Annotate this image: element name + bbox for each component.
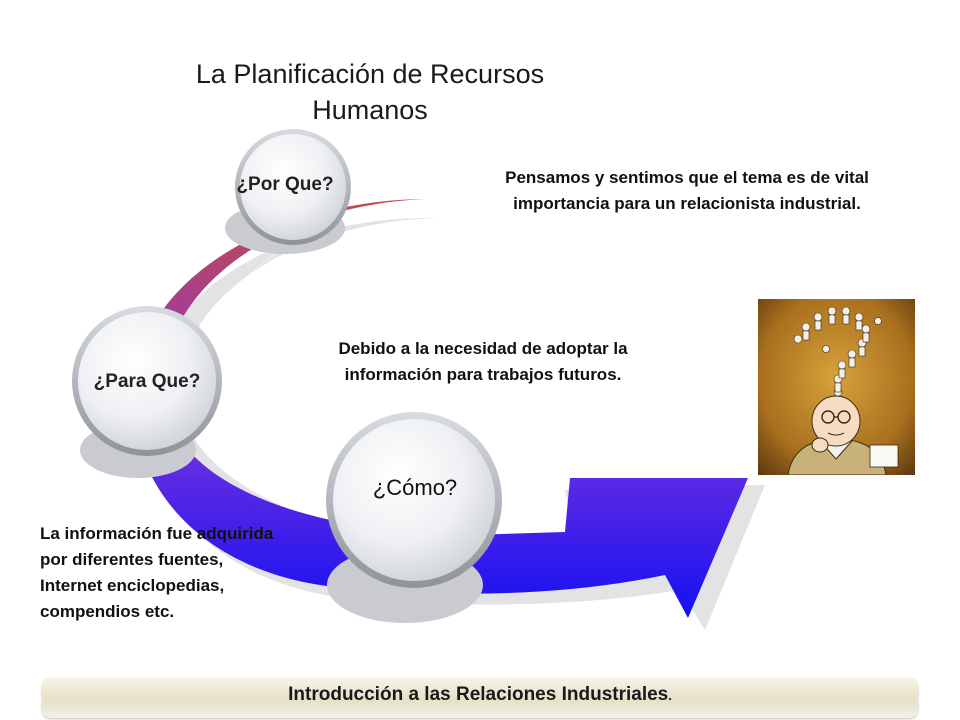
para-que-text-line: información para trabajos futuros. xyxy=(344,365,622,384)
footer-suffix: . xyxy=(668,688,672,703)
cycle-arrow xyxy=(133,199,748,618)
slide-title: La Planificación de Recursos Humanos xyxy=(150,56,590,128)
por-que-text: Pensamos y sentimos que el tema es de vi… xyxy=(452,165,922,217)
footer-label: Introducción a las Relaciones Industrial… xyxy=(288,684,669,705)
question-crowd-illustration xyxy=(758,299,915,475)
como-text: La información fue adquirida por diferen… xyxy=(40,521,350,625)
slide-title-line-1: La Planificación de Recursos xyxy=(195,59,545,89)
slide-title-line-2: Humanos xyxy=(312,95,428,125)
question-crowd-image xyxy=(758,299,915,475)
como-text-line: por diferentes fuentes, xyxy=(40,550,224,569)
node-label-para-que: ¿Para Que? xyxy=(93,371,201,392)
footer-bar: Introducción a las Relaciones Industrial… xyxy=(42,678,918,718)
node-como xyxy=(326,412,502,588)
como-text-line: compendios etc. xyxy=(40,602,175,621)
node-label-por-que: ¿Por Que? xyxy=(236,174,334,195)
para-que-text: Debido a la necesidad de adoptar la info… xyxy=(278,336,688,388)
node-para-que xyxy=(72,306,222,456)
thinking-man xyxy=(787,395,899,475)
para-que-text-line: Debido a la necesidad de adoptar la xyxy=(338,339,628,358)
question-mark-crowd xyxy=(793,306,882,397)
footer-text: Introducción a las Relaciones Industrial… xyxy=(42,684,918,706)
como-text-line: La información fue adquirida xyxy=(40,524,274,543)
por-que-text-line: Pensamos y sentimos que el tema es de vi… xyxy=(505,168,869,187)
node-por-que xyxy=(235,129,351,245)
como-text-line: Internet enciclopedias, xyxy=(40,576,225,595)
por-que-text-line: importancia para un relacionista industr… xyxy=(513,194,861,213)
node-label-como: ¿Cómo? xyxy=(372,475,458,500)
